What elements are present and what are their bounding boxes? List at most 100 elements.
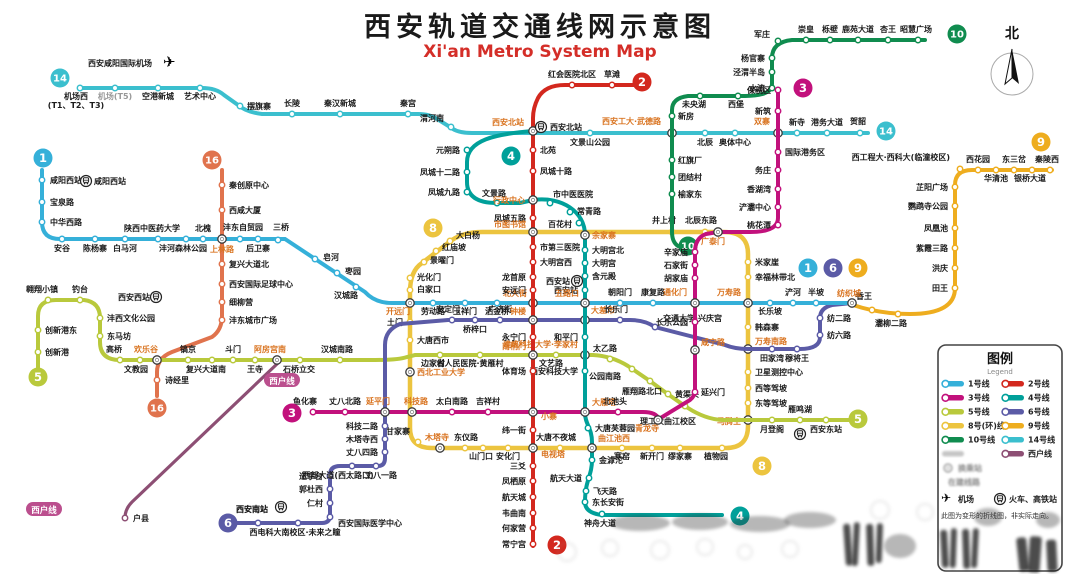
- station-dot: [691, 248, 699, 256]
- station-dot: [463, 168, 471, 176]
- station-label: 务庄: [755, 165, 771, 175]
- station-dot: [447, 123, 455, 131]
- svg-text:5: 5: [34, 370, 42, 384]
- station-label: 凤栖原: [502, 476, 526, 486]
- watermark-blob: [784, 512, 836, 528]
- station-label: 太乙路: [592, 343, 618, 353]
- svg-text:2: 2: [553, 538, 561, 552]
- watermark-blob: [884, 534, 916, 558]
- station-dot: [581, 333, 589, 341]
- station-dot: [529, 243, 537, 251]
- line-L4: 元朔路凤城十二路凤城九路文景路市中医医院常青路百花村余家寨大明宫北大明宫含元殿西…: [420, 129, 724, 528]
- station-dot: [816, 314, 824, 322]
- interchange-dot-inner: [274, 357, 280, 363]
- station-label: 白家口: [417, 284, 441, 294]
- station-label: 王寺: [247, 364, 263, 374]
- interchange-dot-inner: [530, 409, 536, 415]
- station-dot: [664, 390, 672, 398]
- line-badge-L2: 2: [632, 72, 652, 92]
- station-dot: [581, 367, 589, 375]
- station-dot: [648, 444, 656, 452]
- station-label: 西堡: [728, 99, 744, 109]
- station-label: 崇皇: [798, 24, 814, 34]
- station-label: 枣园: [344, 266, 361, 276]
- station-label: 沣东城市广场: [229, 315, 277, 325]
- station-dot: [802, 36, 810, 44]
- station-dot: [136, 356, 144, 364]
- station-label: 后卫寨: [246, 243, 270, 253]
- station-dot: [581, 259, 589, 267]
- station-dot: [218, 316, 226, 324]
- station-label: 西北工业大学: [417, 367, 465, 377]
- station-label: 山门口: [469, 451, 493, 461]
- station-label: 国际港务区: [785, 147, 825, 157]
- station-label: 含元殿: [592, 271, 617, 281]
- station-label: 缪家寨: [668, 451, 692, 461]
- station-label: 创新港东: [44, 325, 77, 335]
- station-label: 建筑科技大学·李家村: [502, 339, 578, 349]
- legend-box: [937, 344, 1063, 572]
- line-L9: 香王灞柳二路田王洪庆紫霞三路凤凰池鹦鹉寺公园芷阳广场西工程大·西科大(临潼校区)…: [851, 152, 1059, 328]
- legend-row-label: 5号线: [968, 407, 990, 417]
- station-dot: [768, 84, 776, 92]
- station-dot: [826, 36, 834, 44]
- line-path-L10: [670, 38, 927, 248]
- station-dot: [651, 323, 659, 331]
- station-dot: [91, 235, 99, 243]
- station-dot: [436, 351, 444, 359]
- station-label: 土门: [387, 317, 403, 327]
- legend-airport-label: 机场: [958, 494, 974, 504]
- station-dot: [96, 332, 104, 340]
- station-label: 安谷: [54, 243, 71, 253]
- station-dot: [182, 235, 190, 243]
- station-label: 凤凰池: [924, 223, 948, 233]
- station-label: 摆旗寨: [247, 101, 271, 111]
- station-dot: [529, 493, 537, 501]
- station-label: 钟楼: [510, 306, 526, 316]
- watermark-smudge: [1046, 539, 1058, 572]
- station-dot: [951, 244, 959, 252]
- station-label: 桃花潭: [747, 220, 771, 230]
- line-badge-L9: 9: [1031, 132, 1051, 152]
- xihu-line-pill: 西户线: [264, 373, 300, 387]
- station-label: 常宁宫: [502, 539, 526, 549]
- station-label: 纺六路: [827, 330, 852, 340]
- station-dot: [691, 261, 699, 269]
- station-dot: [326, 472, 334, 480]
- station-label: 文艺路: [539, 358, 564, 368]
- watermark-faint-circle: [780, 539, 800, 559]
- station-dot: [581, 498, 589, 506]
- station-label: 港务大道: [811, 117, 843, 127]
- line-path-L2: [531, 83, 644, 548]
- station-dot: [479, 444, 487, 452]
- station-label: 复兴大道北: [228, 259, 269, 269]
- compass-icon: [990, 48, 1034, 96]
- station-label: 郭杜西: [299, 484, 323, 494]
- interchange-dot-inner: [407, 369, 413, 375]
- svg-text:14: 14: [879, 127, 893, 138]
- station-label: 秦创原中心: [228, 180, 269, 190]
- station-label: 安远门: [502, 285, 526, 295]
- station-label: 玉祥门: [453, 306, 477, 316]
- station-dot: [691, 318, 699, 326]
- station-label: 栎壁: [822, 24, 838, 34]
- interchange-dot-inner: [154, 357, 160, 363]
- station-label: 丈八北路: [329, 396, 362, 406]
- station-label: 丈八一路: [365, 470, 398, 480]
- station-dot: [381, 435, 389, 443]
- station-dot: [121, 235, 129, 243]
- station-dot: [529, 462, 537, 470]
- station-dot: [584, 424, 592, 432]
- station-label: 月登阁: [759, 424, 784, 434]
- station-label: 光化门: [416, 272, 441, 282]
- station-label: 西等驾坡: [755, 383, 788, 393]
- station-dot: [326, 499, 334, 507]
- station-dot: [789, 299, 797, 307]
- station-label: 西部大道(西太路口): [302, 470, 373, 480]
- railway-station-label: 西安北站: [550, 122, 582, 132]
- legend-row-label: 10号线: [968, 435, 995, 445]
- station-dot: [404, 110, 412, 118]
- station-label: 黄渠头: [675, 389, 699, 399]
